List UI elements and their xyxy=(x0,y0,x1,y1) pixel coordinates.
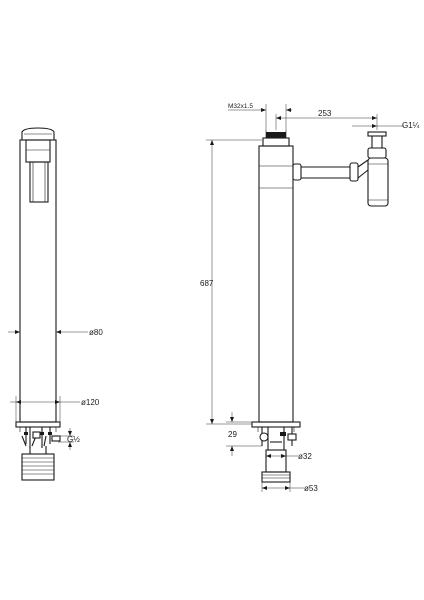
left-base xyxy=(15,421,61,481)
dim-waste-offset: 253 xyxy=(275,109,378,130)
dim-shank-diameter: ø53 xyxy=(261,482,318,493)
label-top-thread: M32x1.5 xyxy=(228,103,253,110)
dim-base-height: 29 xyxy=(226,412,262,456)
dim-waste-outlet-thread: G1¼ xyxy=(352,121,420,130)
dim-left-inlet-thread: G½ xyxy=(58,428,80,450)
right-waste-arm xyxy=(292,162,359,182)
label-left-body-diameter: ø80 xyxy=(89,328,103,337)
right-view: M32x1.5 253 G1¼ 687 xyxy=(200,103,420,493)
label-tail-diameter: ø32 xyxy=(298,452,312,461)
label-total-height: 687 xyxy=(200,279,214,288)
label-waste-outlet-thread: G1¼ xyxy=(402,121,420,130)
label-shank-diameter: ø53 xyxy=(304,484,318,493)
dim-left-base-diameter: ø120 xyxy=(10,396,100,422)
right-column xyxy=(258,145,294,423)
label-base-height: 29 xyxy=(228,430,237,439)
label-left-inlet-thread: G½ xyxy=(67,435,80,444)
right-base xyxy=(251,421,301,483)
label-waste-offset: 253 xyxy=(318,109,332,118)
dim-total-height: 687 xyxy=(200,139,262,425)
label-left-base-diameter: ø120 xyxy=(81,398,100,407)
left-view: ø80 ø120 G½ xyxy=(8,127,103,481)
left-column xyxy=(19,127,57,423)
dim-top-thread: M32x1.5 xyxy=(228,103,292,130)
dim-left-body-diameter: ø80 xyxy=(8,328,103,337)
dim-tail-diameter: ø32 xyxy=(266,452,312,461)
right-bottle-trap xyxy=(357,131,389,207)
right-top-nut xyxy=(262,130,290,147)
